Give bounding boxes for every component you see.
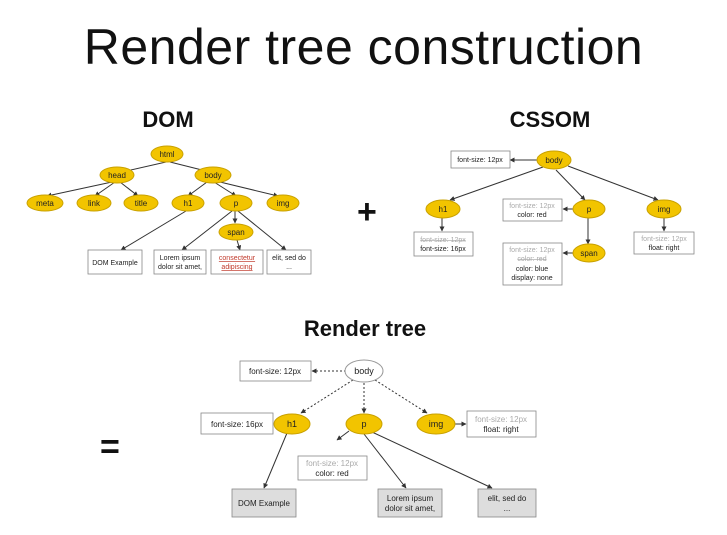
dom-tree: html head body meta link title h1 p bbox=[26, 145, 312, 275]
dom-node-body: body bbox=[194, 166, 232, 184]
render-node-p: p bbox=[345, 413, 383, 435]
dom-node-h1: h1 bbox=[171, 194, 205, 212]
cssom-p-style-box: font-size: 12px color: red bbox=[502, 198, 563, 222]
cssom-heading: CSSOM bbox=[509, 107, 591, 132]
cssom-h1-style-box: font-size: 12px font-size: 16px bbox=[413, 231, 474, 257]
dom-text-box-lorem: Lorem ipsum dolor sit amet, bbox=[153, 249, 207, 275]
cssom-tree: body h1 p img span font-size: 12px font-… bbox=[413, 150, 695, 286]
svg-text:color: blue: color: blue bbox=[516, 266, 548, 273]
svg-text:elit, sed do: elit, sed do bbox=[272, 255, 306, 262]
render-h1-style-box: font-size: 16px bbox=[200, 412, 274, 435]
svg-text:meta: meta bbox=[36, 199, 54, 208]
dom-text-box-dom-example: DOM Example bbox=[87, 249, 143, 275]
svg-text:html: html bbox=[159, 150, 174, 159]
cssom-edges bbox=[439, 157, 667, 256]
svg-text:Lorem ipsum: Lorem ipsum bbox=[160, 255, 201, 262]
svg-text:font-size: 12px: font-size: 12px bbox=[420, 237, 466, 244]
svg-text:p: p bbox=[587, 205, 592, 214]
render-tree: body h1 p img font-size: 12px font-size:… bbox=[200, 359, 537, 518]
svg-text:float: right: float: right bbox=[649, 245, 680, 252]
svg-text:color: red: color: red bbox=[517, 212, 546, 219]
svg-text:p: p bbox=[361, 419, 366, 429]
svg-text:dolor sit amet,: dolor sit amet, bbox=[385, 504, 435, 513]
render-p-style-box: font-size: 12px color: red bbox=[297, 455, 368, 481]
svg-text:consectetur: consectetur bbox=[219, 255, 256, 262]
render-text-box-dom-example: DOM Example bbox=[231, 488, 297, 518]
svg-text:font-size: 12px: font-size: 12px bbox=[509, 247, 555, 254]
svg-text:Lorem ipsum: Lorem ipsum bbox=[387, 494, 434, 503]
dom-node-span: span bbox=[218, 223, 254, 241]
svg-text:DOM Example: DOM Example bbox=[238, 499, 291, 508]
dom-node-title: title bbox=[123, 194, 159, 212]
render-img-style-box: font-size: 12px float: right bbox=[466, 410, 537, 438]
cssom-node-span: span bbox=[572, 243, 606, 263]
svg-text:elit, sed do: elit, sed do bbox=[488, 494, 527, 503]
svg-text:adipiscing: adipiscing bbox=[221, 264, 252, 271]
dom-node-img: img bbox=[266, 194, 300, 212]
svg-text:color: red: color: red bbox=[315, 469, 348, 478]
svg-text:font-size: 12px: font-size: 12px bbox=[249, 367, 301, 376]
svg-text:img: img bbox=[429, 419, 444, 429]
render-node-img: img bbox=[416, 413, 456, 435]
dom-text-box-elit: elit, sed do ... bbox=[266, 249, 312, 275]
cssom-img-style-box: font-size: 12px float: right bbox=[633, 231, 695, 255]
dom-edges bbox=[46, 161, 287, 251]
svg-text:body: body bbox=[204, 171, 221, 180]
dom-node-head: head bbox=[99, 166, 135, 184]
svg-text:...: ... bbox=[504, 504, 511, 513]
svg-text:h1: h1 bbox=[439, 205, 448, 214]
svg-text:img: img bbox=[277, 199, 290, 208]
dom-node-p: p bbox=[219, 194, 253, 212]
svg-text:DOM Example: DOM Example bbox=[92, 260, 138, 267]
svg-text:body: body bbox=[354, 366, 374, 376]
render-tree-heading: Render tree bbox=[303, 316, 427, 341]
svg-text:h1: h1 bbox=[287, 419, 297, 429]
svg-text:font-size: 16px: font-size: 16px bbox=[420, 246, 466, 253]
svg-text:p: p bbox=[234, 199, 239, 208]
dom-text-box-consectetur: consectetur adipiscing bbox=[210, 249, 264, 275]
svg-text:body: body bbox=[545, 156, 562, 165]
svg-text:h1: h1 bbox=[184, 199, 193, 208]
cssom-node-h1: h1 bbox=[425, 199, 461, 219]
svg-text:span: span bbox=[580, 249, 597, 258]
svg-text:title: title bbox=[135, 199, 148, 208]
dom-node-html: html bbox=[150, 145, 184, 163]
equals-operator: = bbox=[100, 428, 120, 466]
plus-operator: + bbox=[357, 193, 377, 231]
svg-text:dolor sit amet,: dolor sit amet, bbox=[158, 264, 202, 271]
svg-text:color: red: color: red bbox=[517, 256, 546, 263]
render-node-body: body bbox=[344, 359, 384, 383]
cssom-body-style-box: font-size: 12px bbox=[450, 150, 511, 169]
svg-text:head: head bbox=[108, 171, 126, 180]
svg-text:font-size: 16px: font-size: 16px bbox=[211, 420, 263, 429]
render-body-style-box: font-size: 12px bbox=[239, 360, 312, 382]
svg-text:...: ... bbox=[286, 264, 292, 271]
dom-node-link: link bbox=[76, 194, 112, 212]
cssom-node-img: img bbox=[646, 199, 682, 219]
render-node-h1: h1 bbox=[273, 413, 311, 435]
render-text-box-lorem: Lorem ipsum dolor sit amet, bbox=[377, 488, 443, 518]
svg-text:span: span bbox=[227, 228, 244, 237]
svg-text:link: link bbox=[88, 199, 101, 208]
svg-text:img: img bbox=[658, 205, 671, 214]
cssom-node-body: body bbox=[536, 150, 572, 170]
svg-text:font-size: 12px: font-size: 12px bbox=[475, 415, 527, 424]
svg-text:font-size: 12px: font-size: 12px bbox=[509, 203, 555, 210]
svg-text:float: right: float: right bbox=[483, 425, 519, 434]
dom-node-meta: meta bbox=[26, 194, 64, 212]
svg-text:display: none: display: none bbox=[511, 275, 552, 282]
svg-text:font-size: 12px: font-size: 12px bbox=[457, 157, 503, 164]
render-text-box-elit: elit, sed do ... bbox=[477, 488, 537, 518]
cssom-span-style-box: font-size: 12px color: red color: blue d… bbox=[502, 242, 563, 286]
page-title: Render tree construction bbox=[83, 19, 644, 75]
cssom-node-p: p bbox=[572, 199, 606, 219]
svg-text:font-size: 12px: font-size: 12px bbox=[306, 459, 358, 468]
dom-heading: DOM bbox=[142, 107, 194, 132]
svg-text:font-size: 12px: font-size: 12px bbox=[641, 236, 687, 243]
